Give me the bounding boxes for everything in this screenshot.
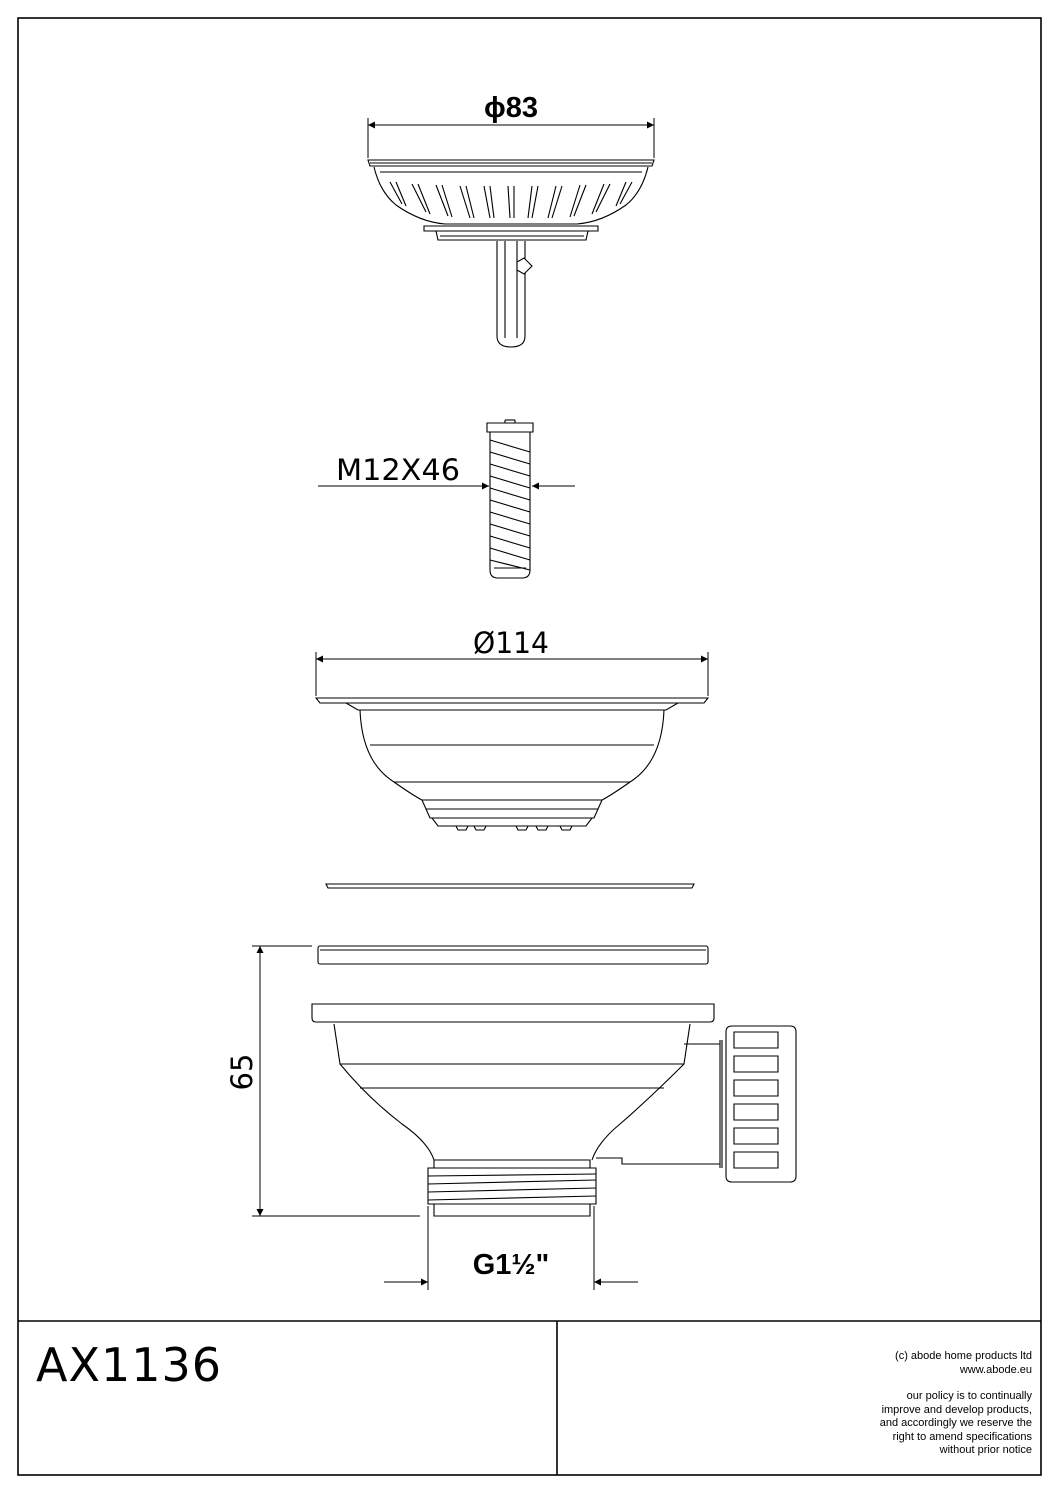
policy-line: our policy is to continually (906, 1390, 1032, 1402)
policy-line: right to amend specifications (892, 1430, 1032, 1443)
flange-diameter-label: Ø114 (473, 626, 549, 660)
screw-size-label: M12X46 (336, 453, 460, 487)
strainer-basket (367, 159, 655, 348)
dimension-flange-diameter (315, 652, 709, 696)
gasket-ring (317, 945, 709, 965)
dimension-outlet-thread (384, 1206, 638, 1290)
sheet-border (17, 17, 1042, 1476)
policy-line: improve and develop products, (881, 1403, 1032, 1416)
threaded-screw (486, 419, 534, 579)
dimension-body-height (252, 945, 420, 1217)
waste-body (311, 1003, 797, 1217)
body-height-label: 65 (225, 1054, 259, 1091)
rubber-washer (325, 883, 695, 889)
strainer-diameter-label: ϕ83 (484, 92, 538, 124)
flange-bowl (314, 697, 710, 831)
copyright-line: (c) abode home products ltd (895, 1350, 1032, 1362)
company-info: (c) abode home products ltd www.abode.eu… (772, 1350, 1032, 1458)
dimension-strainer-diameter (367, 118, 655, 158)
policy-line: and accordingly we reserve the (879, 1417, 1032, 1429)
policy-line: without prior notice (939, 1444, 1032, 1456)
outlet-thread-label: G1½" (473, 1249, 550, 1281)
website-line: www.abode.eu (959, 1363, 1032, 1376)
product-code: AX1136 (36, 1338, 223, 1392)
